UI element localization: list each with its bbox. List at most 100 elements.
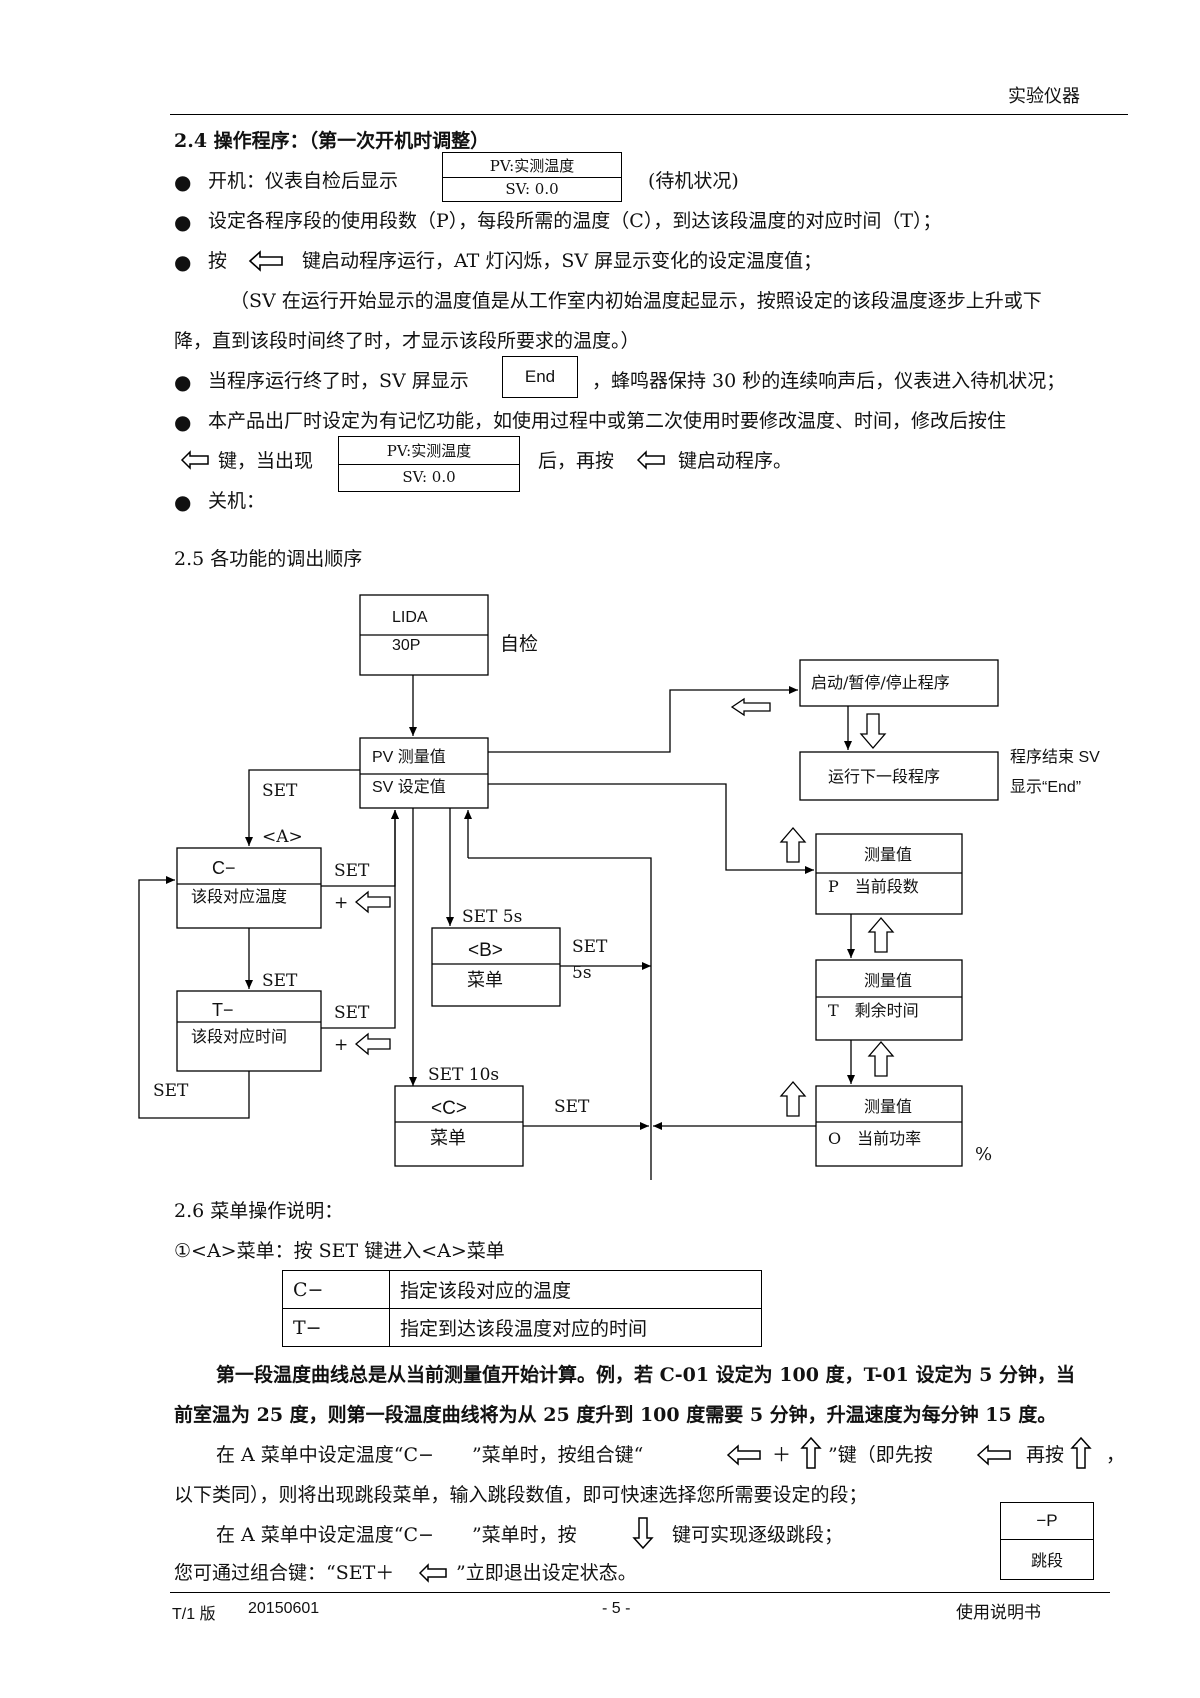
- measure-text: 测量值: [864, 971, 912, 990]
- lida-text: LIDA: [392, 609, 428, 626]
- plus-label: +: [334, 893, 348, 913]
- up-hollow-arrow-icon: [779, 1081, 807, 1117]
- program-end-text: 当程序运行终了时，SV 屏显示: [208, 370, 469, 392]
- bullet-icon: ●: [174, 250, 192, 274]
- display-divider: [1001, 1539, 1093, 1540]
- menu-a-table: C− 指定该段对应的温度 T− 指定到达该段温度对应的时间: [282, 1270, 762, 1347]
- setup-text: 设定各程序段的使用段数（P），每段所需的温度（C），到达该段温度的对应时间（T）…: [208, 210, 942, 232]
- left-arrow-key-icon: [976, 1444, 1011, 1466]
- combo-text-c: 再按: [1026, 1444, 1065, 1466]
- measure-text: 测量值: [864, 1097, 912, 1116]
- header-rule: [170, 114, 1128, 115]
- jump-bottom-text: 跳段: [1030, 1551, 1063, 1570]
- table-row: T− 指定到达该段温度对应的时间: [282, 1308, 762, 1347]
- o-pow-text: O 当前功率: [828, 1129, 921, 1148]
- bullet-icon: ●: [174, 370, 192, 394]
- key-when-text: 键，当出现: [218, 450, 314, 472]
- left-arrow-key-icon: [636, 450, 665, 470]
- exit-text-b: ”立即退出设定状态。: [456, 1562, 637, 1584]
- table-cell: C−: [282, 1270, 390, 1309]
- c-desc-text: 该段对应温度: [191, 887, 287, 906]
- menu-b-text: <B>: [468, 940, 503, 961]
- up-hollow-arrow-icon: [867, 917, 895, 953]
- section-2-4-title: 2.4 操作程序：（第一次开机时调整）: [174, 130, 490, 152]
- pv-label: PV:实测温度: [386, 442, 472, 460]
- press-label: 按: [208, 250, 228, 272]
- left-arrow-key-icon: [248, 250, 283, 272]
- set-label: SET: [334, 861, 370, 881]
- end-note-2: 显示“End”: [1010, 779, 1081, 796]
- note-line-1: （SV 在运行开始显示的温度值是从工作室内初始温度起显示，按照设定的该段温度逐步…: [230, 290, 1042, 312]
- up-hollow-arrow-icon: [779, 827, 807, 863]
- footer-rule: [170, 1592, 1110, 1593]
- down-hollow-arrow-icon: [859, 713, 887, 749]
- run-next-text: 运行下一段程序: [828, 767, 940, 786]
- menu-a-label: <A>: [262, 827, 303, 847]
- menu-c-sub: 菜单: [430, 1128, 466, 1149]
- footer-manual: 使用说明书: [956, 1603, 1041, 1623]
- pv-measure-text: PV 测量值: [372, 748, 446, 766]
- set-10s-label: SET 10s: [428, 1065, 499, 1085]
- set-5s-label: SET 5s: [462, 907, 522, 927]
- measure-text: 测量值: [864, 845, 912, 864]
- combo-text-d: ，: [1106, 1444, 1126, 1466]
- end-display: End: [502, 356, 578, 398]
- footer-date: 20150601: [248, 1600, 320, 1617]
- menu-a-intro: ①<A>菜单：按 SET 键进入<A>菜单: [174, 1240, 505, 1262]
- step-jump-text-b: 键可实现逐级跳段；: [672, 1524, 844, 1546]
- end-note-1: 程序结束 SV: [1010, 748, 1100, 766]
- table-row: C− 指定该段对应的温度: [282, 1270, 762, 1309]
- start-program-text: 键启动程序运行，AT 灯闪烁，SV 屏显示变化的设定温度值；: [302, 250, 823, 272]
- selfcheck-label: 自检: [500, 633, 538, 655]
- left-arrow-key-icon: [418, 1563, 447, 1583]
- run-next-box: [799, 751, 999, 801]
- b-menu-box: [431, 927, 561, 1007]
- up-arrow-key-icon: [800, 1436, 822, 1469]
- exit-text-a: 您可通过组合键：“SET＋: [174, 1562, 395, 1584]
- bullet-icon: ●: [174, 410, 192, 434]
- t-minus-text: T−: [212, 1000, 234, 1020]
- left-hollow-arrow-icon: [354, 890, 391, 914]
- left-arrow-key-icon: [726, 1444, 761, 1466]
- 30p-text: 30P: [392, 637, 420, 654]
- sv-set-text: SV 设定值: [372, 778, 446, 796]
- standby-display: PV:实测温度 SV: 0.0: [442, 152, 622, 202]
- table-cell: T−: [282, 1308, 390, 1347]
- percent-text: %: [975, 1144, 992, 1165]
- startup-text: 开机：仪表自检后显示: [208, 170, 399, 192]
- sv-label: SV: 0.0: [402, 468, 456, 486]
- t-rem-box: [815, 959, 963, 1041]
- step-jump-text-a: 在 A 菜单中设定温度“C− ”菜单时，按: [216, 1524, 577, 1546]
- p-box: [815, 833, 963, 915]
- note-line-2: 降，直到该段时间终了时，才显示该段所要求的温度。）: [174, 330, 640, 352]
- table-cell: 指定到达该段温度对应的时间: [389, 1308, 762, 1347]
- left-arrow-key-icon: [180, 450, 209, 470]
- jump-display: −P 跳段: [1000, 1502, 1094, 1580]
- bold-example-1: 第一段温度曲线总是从当前测量值开始计算。例，若 C-01 设定为 100 度，T…: [216, 1364, 1075, 1386]
- up-arrow-key-icon: [1070, 1436, 1092, 1469]
- buzzer-text: ，蜂鸣器保持 30 秒的连续响声后，仪表进入待机状况；: [592, 370, 1066, 392]
- display-divider: [339, 464, 519, 465]
- up-hollow-arrow-icon: [867, 1041, 895, 1077]
- 5s-label: 5s: [572, 963, 592, 983]
- standby-text: (待机状况): [648, 170, 739, 192]
- jump-menu-text: 以下类同），则将出现跳段菜单，输入跳段数值，即可快速选择您所需要设定的段；: [174, 1484, 868, 1506]
- start-stop-text: 启动/暂停/停止程序: [811, 673, 950, 692]
- combo-text-a: 在 A 菜单中设定温度“C− ”菜单时，按组合键“: [216, 1444, 644, 1466]
- display-divider: [443, 177, 621, 178]
- footer-page-number: - 5 -: [602, 1600, 631, 1617]
- table-cell: 指定该段对应的温度: [389, 1270, 762, 1309]
- bold-example-2: 前室温为 25 度，则第一段温度曲线将为从 25 度升到 100 度需要 5 分…: [174, 1404, 1057, 1426]
- t-rem-text: T 剩余时间: [828, 1001, 919, 1020]
- bullet-icon: ●: [174, 210, 192, 234]
- shutdown-text: 关机：: [208, 490, 266, 512]
- sv-label: SV: 0.0: [505, 180, 559, 198]
- jump-top-text: −P: [1036, 1511, 1058, 1530]
- then-press-text: 后，再按: [538, 450, 615, 472]
- pv-label: PV:实测温度: [489, 157, 575, 175]
- plus-sign: ＋: [772, 1444, 792, 1466]
- header-right-title: 实验仪器: [1008, 86, 1080, 107]
- start-text: 键启动程序。: [678, 450, 793, 472]
- set-label: SET: [334, 1003, 370, 1023]
